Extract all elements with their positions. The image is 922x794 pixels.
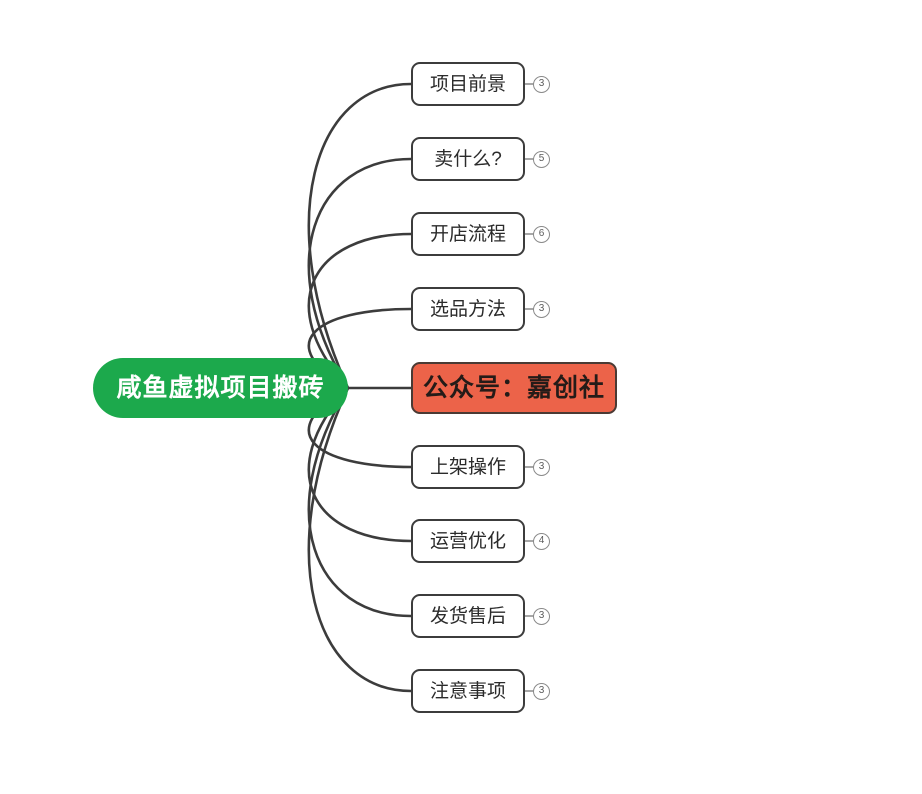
branch-node-project-prospect[interactable]: 项目前景 <box>411 62 525 106</box>
child-count-badge-listing-operation[interactable]: 3 <box>533 458 550 476</box>
branch-node-label: 运营优化 <box>429 530 506 552</box>
branch-node-operations-optimization[interactable]: 运营优化 <box>411 519 525 563</box>
child-count-badge-product-selection[interactable]: 3 <box>533 300 550 318</box>
connector-what-to-sell <box>307 157 413 390</box>
child-count-badge-operations-optimization[interactable]: 4 <box>533 532 550 550</box>
branch-node-label: 发货售后 <box>429 605 506 627</box>
connector-store-setup-process <box>307 232 413 390</box>
child-count-badge-label: 3 <box>538 78 545 89</box>
child-count-badge-label: 4 <box>538 535 545 546</box>
branch-node-label: 卖什么? <box>434 148 502 170</box>
child-count-badge-label: 6 <box>538 228 545 239</box>
child-count-badge-shipping-aftersales[interactable]: 3 <box>533 607 550 625</box>
root-node-label: 咸鱼虚拟项目搬砖 <box>116 373 325 402</box>
root-node[interactable]: 咸鱼虚拟项目搬砖 <box>93 358 348 418</box>
branch-node-what-to-sell[interactable]: 卖什么? <box>411 137 525 181</box>
child-count-badge-what-to-sell[interactable]: 5 <box>533 150 550 168</box>
connector-precautions <box>307 386 413 693</box>
branch-node-label: 选品方法 <box>429 298 506 320</box>
child-count-badge-store-setup-process[interactable]: 6 <box>533 225 550 243</box>
branch-node-label: 项目前景 <box>429 73 506 95</box>
child-count-badge-label: 3 <box>538 461 545 472</box>
branch-node-label: 公众号：嘉创社 <box>422 373 605 402</box>
child-count-badge-project-prospect[interactable]: 3 <box>533 75 550 93</box>
connector-shipping-aftersales <box>307 386 413 618</box>
child-count-badge-label: 3 <box>538 685 545 696</box>
branch-node-label: 上架操作 <box>429 456 506 478</box>
branch-node-product-selection[interactable]: 选品方法 <box>411 287 525 331</box>
child-count-badge-label: 3 <box>538 303 545 314</box>
connector-project-prospect <box>307 82 413 390</box>
child-count-badge-precautions[interactable]: 3 <box>533 682 550 700</box>
branch-node-listing-operation[interactable]: 上架操作 <box>411 445 525 489</box>
branch-node-label: 注意事项 <box>429 680 506 702</box>
branch-node-shipping-aftersales[interactable]: 发货售后 <box>411 594 525 638</box>
child-count-badge-label: 5 <box>538 153 545 164</box>
branch-node-store-setup-process[interactable]: 开店流程 <box>411 212 525 256</box>
child-count-badge-label: 3 <box>538 610 545 621</box>
branch-node-label: 开店流程 <box>429 223 506 245</box>
branch-node-official-account[interactable]: 公众号：嘉创社 <box>411 362 617 414</box>
branch-node-precautions[interactable]: 注意事项 <box>411 669 525 713</box>
